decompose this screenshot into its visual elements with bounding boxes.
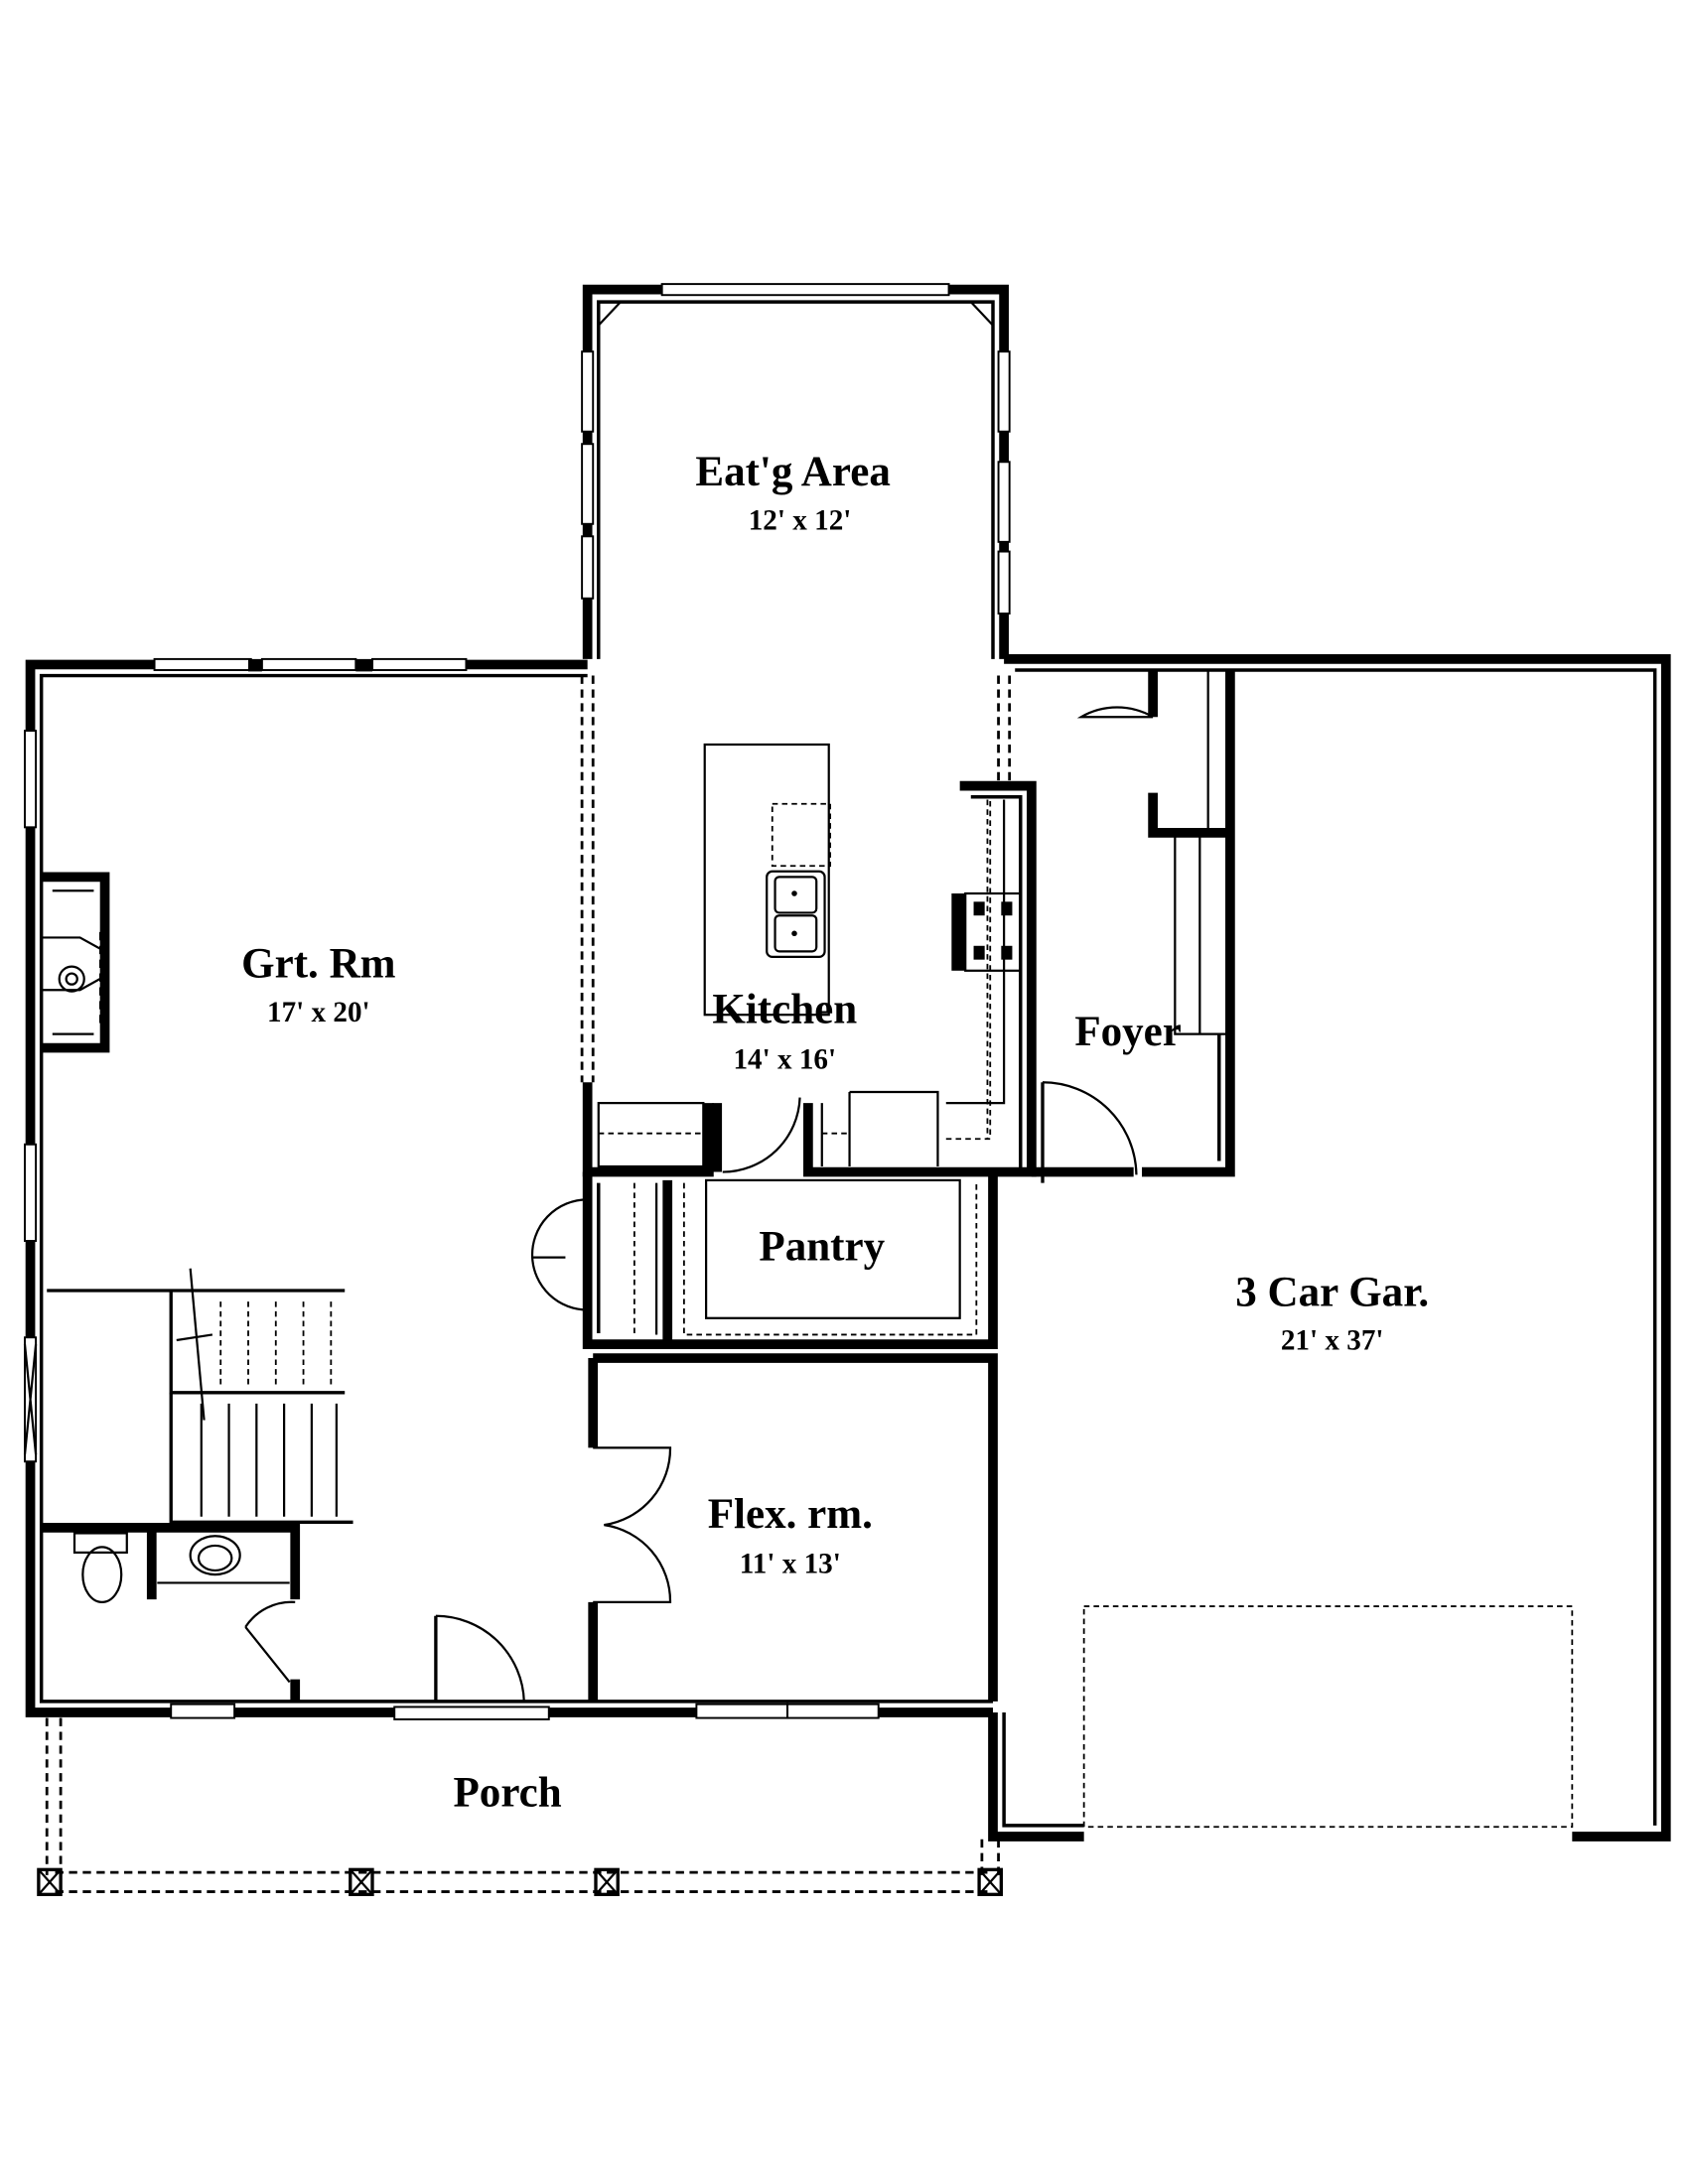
room-name: Porch bbox=[454, 1769, 562, 1816]
room-name: Kitchen bbox=[712, 987, 857, 1033]
room-label-eating-area: Eat'g Area 12' x 12' bbox=[695, 449, 890, 536]
room-dimensions: 21' x 37' bbox=[1281, 1325, 1384, 1357]
porch-columns bbox=[37, 1867, 1003, 1896]
room-label-great-room: Grt. Rm 17' x 20' bbox=[241, 941, 396, 1028]
front-wall-openings bbox=[170, 1614, 880, 1720]
eating-area-walls bbox=[581, 283, 1011, 659]
room-label-garage: 3 Car Gar. 21' x 37' bbox=[1235, 1269, 1429, 1356]
room-label-foyer: Foyer bbox=[1074, 1009, 1182, 1055]
kitchen-island bbox=[703, 743, 832, 1017]
room-dimensions: 12' x 12' bbox=[749, 504, 852, 536]
room-label-porch: Porch bbox=[454, 1769, 562, 1816]
room-name: 3 Car Gar. bbox=[1235, 1269, 1429, 1315]
room-name: Flex. rm. bbox=[708, 1491, 873, 1538]
room-dimensions: 14' x 16' bbox=[733, 1043, 836, 1075]
room-name: Foyer bbox=[1074, 1009, 1182, 1055]
porch bbox=[37, 1717, 1003, 1896]
interior-walls bbox=[41, 670, 1235, 1702]
room-label-flex-room: Flex. rm. 11' x 13' bbox=[708, 1491, 873, 1580]
room-name: Eat'g Area bbox=[695, 449, 890, 495]
lavatory-sink bbox=[157, 1535, 290, 1584]
room-dimensions: 11' x 13' bbox=[740, 1549, 841, 1580]
room-label-pantry: Pantry bbox=[759, 1223, 885, 1270]
range-cooktop bbox=[951, 891, 1022, 972]
fireplace bbox=[41, 872, 110, 1053]
toilet bbox=[72, 1532, 128, 1603]
room-name: Grt. Rm bbox=[241, 941, 396, 988]
stair-treads bbox=[176, 1268, 338, 1517]
room-dimensions: 17' x 20' bbox=[267, 997, 370, 1028]
room-name: Pantry bbox=[759, 1223, 885, 1270]
room-label-kitchen: Kitchen 14' x 16' bbox=[712, 987, 857, 1076]
